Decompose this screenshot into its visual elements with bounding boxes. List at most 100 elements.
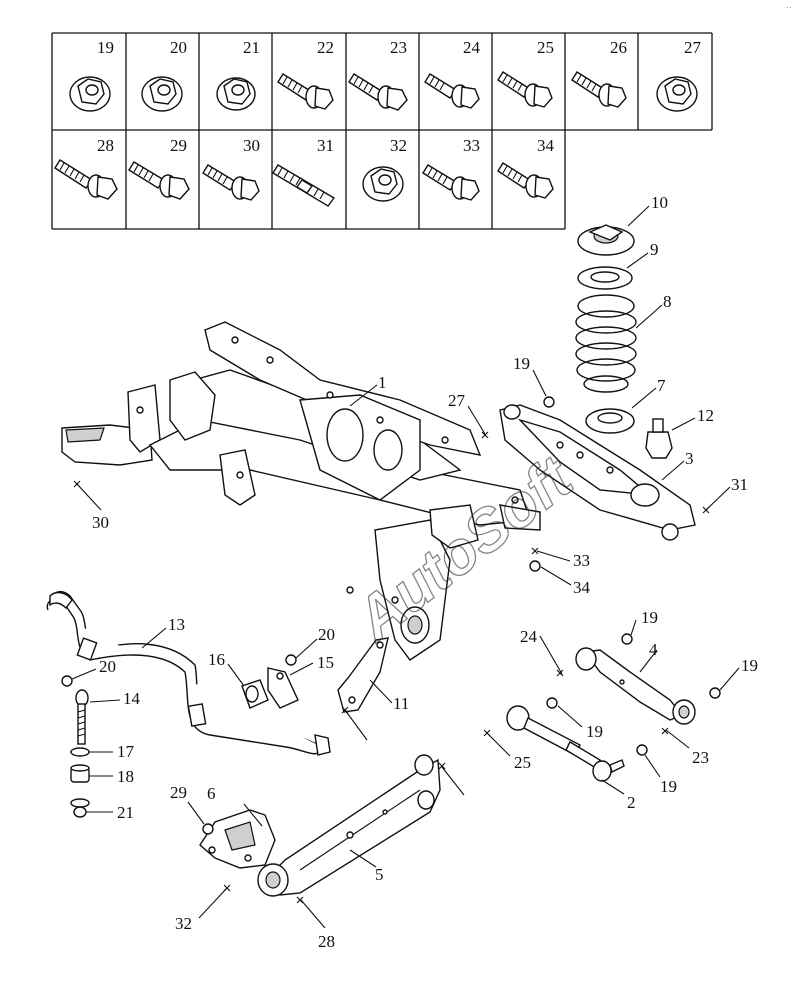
- callout-19-a: 19: [513, 354, 530, 373]
- grid-label-31: 31: [317, 136, 334, 155]
- spring-lower-seat: [585, 408, 635, 434]
- callout-20-b: 20: [318, 625, 335, 644]
- spring-top-mount: [577, 224, 635, 256]
- callout-31: 33: [573, 551, 590, 570]
- flange-bolt-icon: [202, 164, 260, 201]
- flange-nut-icon: [69, 76, 111, 112]
- bushing-18: [70, 764, 90, 783]
- callout-26: 28: [318, 932, 335, 951]
- nut-19-icon: [546, 697, 558, 709]
- callout-25: 27: [448, 391, 466, 410]
- nut-20-icon: [285, 654, 297, 666]
- callout-21: 21: [117, 803, 134, 822]
- flange-bolt-icon: [348, 73, 408, 111]
- stabilizer-clamp: [267, 667, 299, 709]
- callout-19-d: 19: [586, 722, 603, 741]
- corner-mark: ··: [786, 2, 792, 12]
- upper-lateral-link: [575, 647, 696, 725]
- flange-bolt-icon: [54, 159, 118, 200]
- flange-bolt-icon: [422, 164, 480, 201]
- callout-24: 25: [514, 753, 531, 772]
- callout-2: 2: [627, 793, 636, 812]
- callout-29: 31: [731, 475, 748, 494]
- grid-label-23: 23: [390, 38, 407, 57]
- toe-adjust-link: [506, 705, 625, 782]
- washer-17: [70, 747, 90, 757]
- bolt-markers: [73, 431, 710, 904]
- callout-20-a: 20: [99, 657, 116, 676]
- grid-label-34: 34: [537, 136, 555, 155]
- callout-1: 1: [378, 373, 387, 392]
- callout-15: 15: [317, 653, 334, 672]
- grid-label-27: 27: [684, 38, 702, 57]
- nut-32-icon: [529, 560, 541, 572]
- subframe-crossmember: [61, 321, 541, 661]
- callout-5: 5: [375, 865, 384, 884]
- nut-19-icon: [621, 633, 633, 645]
- nut-20-icon: [61, 675, 73, 687]
- callout-9: 9: [650, 240, 659, 259]
- callout-32: 34: [573, 578, 591, 597]
- callout-27: 29: [170, 783, 187, 802]
- callout-16: 16: [208, 650, 225, 669]
- callout-18: 18: [117, 767, 134, 786]
- nut-19-icon: [636, 744, 648, 756]
- flange-nut-icon: [141, 76, 183, 112]
- grid-label-30: 30: [243, 136, 260, 155]
- flange-nut-icon: [216, 77, 256, 111]
- callout-numbers: 10 9 8 7 12 3 31 1 27 19 30 33 34 13 20 …: [92, 193, 758, 951]
- grid-label-22: 22: [317, 38, 334, 57]
- flange-bolt-icon: [497, 162, 554, 199]
- coil-spring: [575, 294, 637, 393]
- callout-14: 14: [123, 689, 141, 708]
- nut-27-icon: [202, 823, 214, 835]
- stabilizer-bushing: [241, 679, 269, 709]
- callout-28: 30: [92, 513, 109, 532]
- callout-8: 8: [663, 292, 672, 311]
- grid-label-25: 25: [537, 38, 554, 57]
- flange-bolt-icon: [497, 71, 553, 108]
- grid-label-21: 21: [243, 38, 260, 57]
- callout-10: 10: [651, 193, 668, 212]
- grid-label-29: 29: [170, 136, 187, 155]
- bump-stop: [645, 418, 673, 459]
- flange-bolt-icon: [571, 71, 627, 108]
- trailing-arm: [257, 754, 441, 897]
- callout-4: 4: [649, 640, 658, 659]
- stabilizer-link: [75, 689, 89, 745]
- callout-19-b: 19: [641, 608, 658, 627]
- washer-21: [70, 798, 90, 818]
- grid-label-19: 19: [97, 38, 114, 57]
- stud-icon: [272, 164, 336, 207]
- nut-19-icon: [709, 687, 721, 699]
- upper-control-arm: [499, 404, 696, 541]
- fastener-grid: 19 20 21 22 23 24 25 26 27 28 29 30 31 3…: [51, 32, 713, 230]
- flange-bolt-icon: [128, 161, 190, 200]
- grid-label-32: 32: [390, 136, 407, 155]
- callout-6: 6: [207, 784, 216, 803]
- flange-bolt-icon: [424, 73, 480, 109]
- nut-19-icon: [543, 396, 555, 408]
- flange-bolt-icon: [277, 73, 334, 110]
- callout-23: 24: [520, 627, 538, 646]
- grid-label-24: 24: [463, 38, 481, 57]
- flange-nut-icon: [362, 166, 404, 202]
- grid-label-28: 28: [97, 136, 114, 155]
- callout-17: 17: [117, 742, 135, 761]
- callout-19-e: 19: [660, 777, 677, 796]
- callout-22: 23: [692, 748, 709, 767]
- callout-19-c: 19: [741, 656, 758, 675]
- grid-label-20: 20: [170, 38, 187, 57]
- grid-label-26: 26: [610, 38, 627, 57]
- callout-12: 12: [697, 406, 714, 425]
- callout-3: 3: [685, 449, 694, 468]
- spring-upper-seat: [577, 266, 633, 290]
- callout-11: 11: [393, 694, 409, 713]
- bracket-11: [337, 637, 389, 713]
- trailing-arm-bracket: [199, 809, 276, 869]
- callout-30: 32: [175, 914, 192, 933]
- callout-7: 7: [657, 376, 666, 395]
- leader-lines: [71, 205, 740, 929]
- flange-nut-icon: [656, 76, 698, 112]
